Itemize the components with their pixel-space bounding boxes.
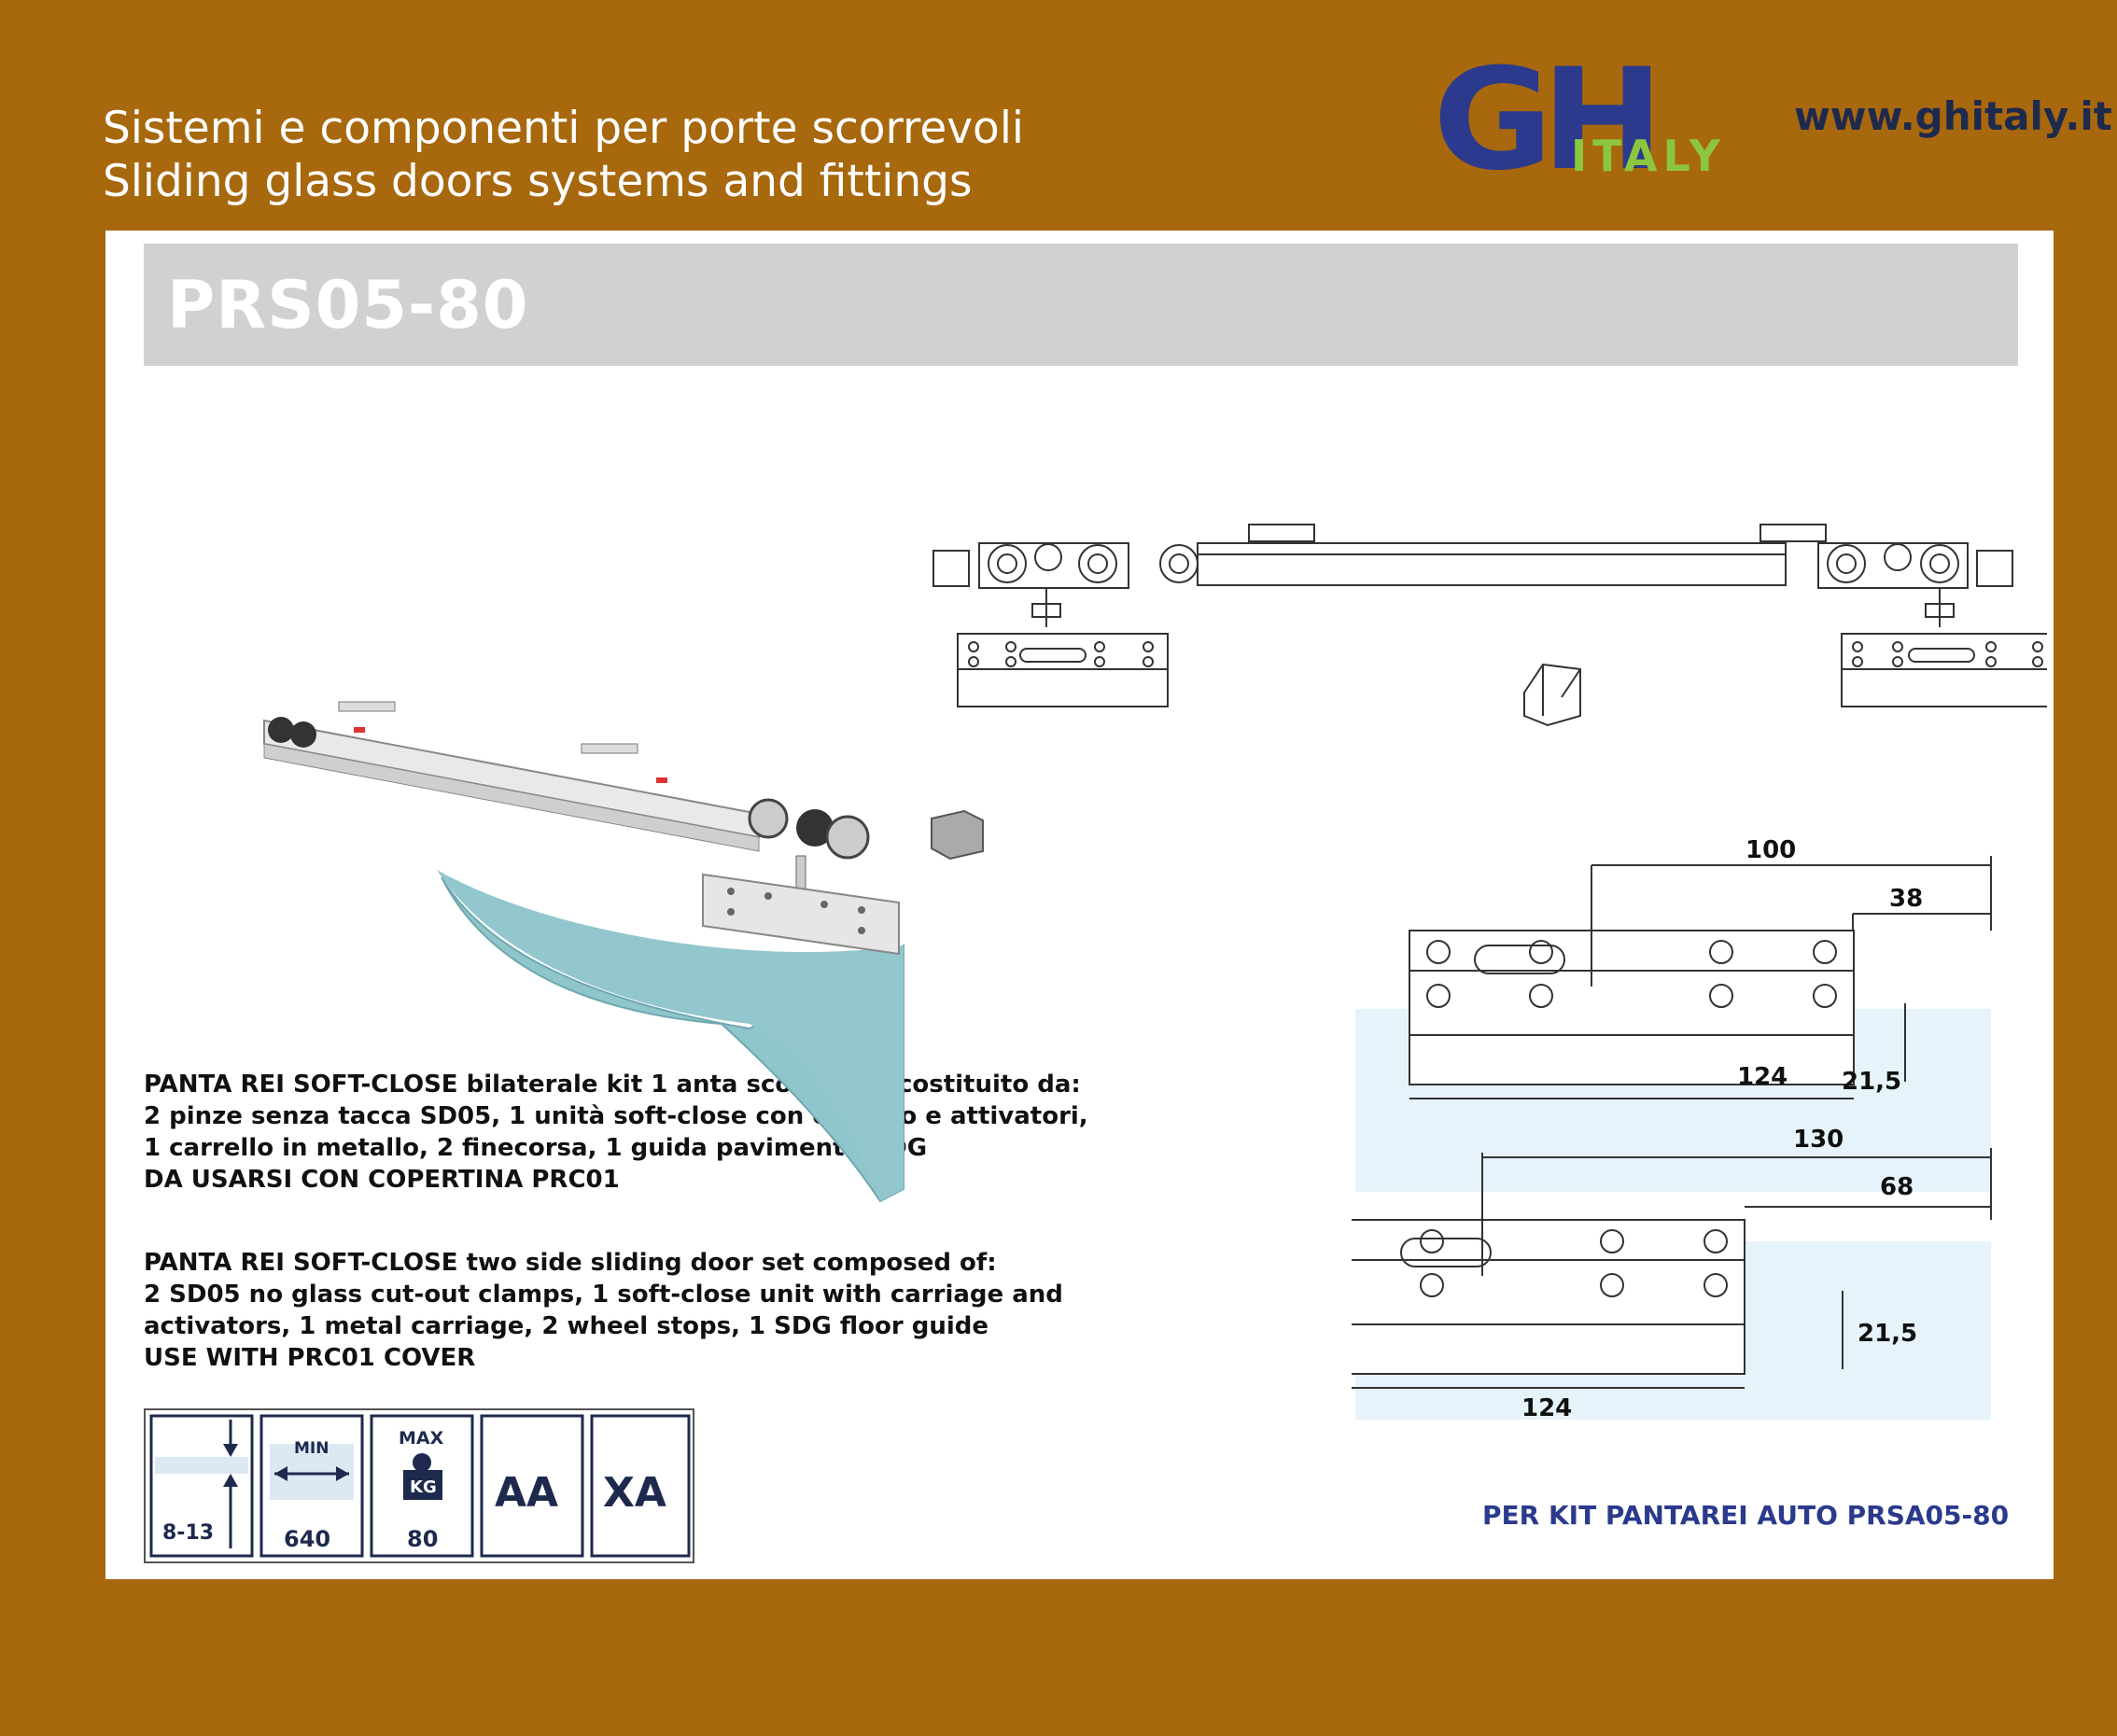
aa-label: AA [495,1469,558,1517]
description-line: activators, 1 metal carriage, 2 wheel st… [144,1312,989,1340]
glass-clamp [702,873,900,956]
header-subtitle-it: Sistemi e componenti per porte scorrevol… [103,103,1024,154]
dim-top-d2: 38 [1889,885,1923,913]
logo-main-text: GH [1433,51,1652,182]
thickness-value: 8-13 [162,1521,214,1545]
description-line: 2 pinze senza tacca SD05, 1 unità soft-c… [144,1102,1088,1130]
dim-bottom-d4: 124 [1521,1394,1572,1422]
max-weight-icon: MAX KG 80 [370,1414,474,1558]
glass-thickness-icon: 8-13 [149,1414,254,1558]
description-english: PANTA REI SOFT-CLOSE two side sliding do… [144,1247,1063,1374]
product-sheet: PRS05-80 PANTA REI SOFT-CLOSE bilaterale… [105,231,2054,1579]
dim-top-d4: 124 [1737,1063,1788,1091]
spec-icons: 8-13 MIN 640 MAX KG 80 AA XA [149,1414,691,1558]
dim-bottom-d3: 21,5 [1858,1320,1917,1348]
description-line: USE WITH PRC01 COVER [144,1344,476,1372]
track-rail [263,719,760,839]
max-label: MAX [399,1428,444,1449]
gh-italy-logo: GH ITALY [1433,51,1726,182]
xa-icon: XA [590,1414,691,1558]
product-illustration [263,701,984,1203]
website-link[interactable]: www.ghitaly.it [1794,93,2112,139]
min-width-icon: MIN 640 [259,1414,364,1558]
description-italian: PANTA REI SOFT-CLOSE bilaterale kit 1 an… [144,1069,1088,1196]
description-line: PANTA REI SOFT-CLOSE two side sliding do… [144,1249,997,1277]
kit-footnote: PER KIT PANTAREI AUTO PRSA05-80 [1482,1500,2010,1531]
xa-label: XA [603,1469,666,1517]
dimension-drawing: 124 21,5 38 100 130 68 21,5 124 [1352,836,1992,1422]
technical-drawing-top [932,524,2047,727]
dim-top-d1: 100 [1745,836,1796,864]
carriage-wheel [748,798,789,839]
description-line: 2 SD05 no glass cut-out clamps, 1 soft-c… [144,1281,1063,1309]
aa-icon: AA [480,1414,584,1558]
wheel-stop [931,809,984,861]
min-value: 640 [284,1526,330,1552]
logo-sub-text: ITALY [1571,131,1726,181]
wheel-left [268,717,294,743]
kg-label: KG [410,1477,437,1497]
max-value: 80 [407,1526,438,1552]
description-line: 1 carrello in metallo, 2 finecorsa, 1 gu… [144,1134,928,1162]
min-label: MIN [294,1439,329,1458]
dim-bottom-d1: 130 [1793,1126,1844,1154]
title-band: PRS05-80 [144,244,2018,366]
product-code: PRS05-80 [167,267,529,343]
description-line: DA USARSI CON COPERTINA PRC01 [144,1166,620,1194]
dim-top-d3: 21,5 [1842,1068,1901,1096]
description-line: PANTA REI SOFT-CLOSE bilaterale kit 1 an… [144,1071,1081,1099]
dim-bottom-d2: 68 [1880,1173,1914,1201]
header-subtitle-en: Sliding glass doors systems and fittings [103,156,973,207]
spec-icons-frame [144,1408,694,1563]
